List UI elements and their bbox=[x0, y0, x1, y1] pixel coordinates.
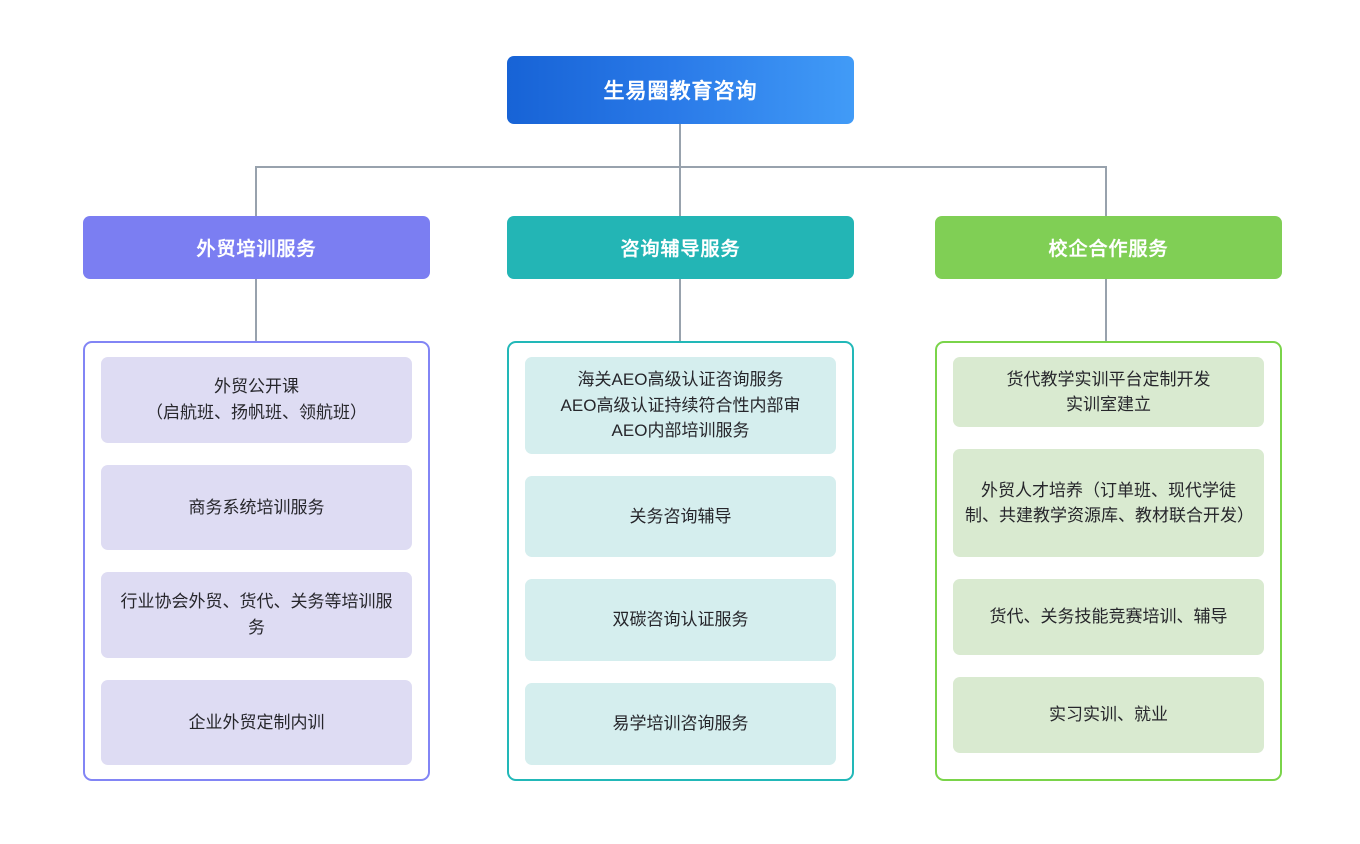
category-header-0[interactable]: 外贸培训服务 bbox=[83, 216, 430, 279]
category-header-1[interactable]: 咨询辅导服务 bbox=[507, 216, 854, 279]
branch-column-0: 外贸培训服务 外贸公开课 （启航班、扬帆班、领航班） 商务系统培训服务 行业协会… bbox=[83, 216, 430, 781]
category-header-2-label: 校企合作服务 bbox=[1048, 239, 1169, 260]
item-box[interactable]: 商务系统培训服务 bbox=[101, 464, 412, 550]
connector-branch-1-down bbox=[679, 166, 681, 218]
branch-column-2: 校企合作服务 货代教学实训平台定制开发 实训室建立 外贸人才培养（订单班、现代学… bbox=[935, 216, 1282, 781]
connector-branch-2-down bbox=[1105, 166, 1107, 218]
item-box[interactable]: 双碳咨询认证服务 bbox=[525, 579, 836, 662]
item-box[interactable]: 货代、关务技能竞赛培训、辅导 bbox=[953, 579, 1264, 655]
connector-header-0-to-container bbox=[255, 279, 257, 341]
connector-branch-0-down bbox=[255, 166, 257, 218]
item-box[interactable]: 关务咨询辅导 bbox=[525, 475, 836, 558]
root-node-label: 生易圈教育咨询 bbox=[603, 80, 758, 103]
category-header-1-label: 咨询辅导服务 bbox=[620, 239, 741, 260]
items-container-0: 外贸公开课 （启航班、扬帆班、领航班） 商务系统培训服务 行业协会外贸、货代、关… bbox=[83, 341, 430, 781]
items-container-2: 货代教学实训平台定制开发 实训室建立 外贸人才培养（订单班、现代学徒制、共建教学… bbox=[935, 341, 1282, 781]
item-box[interactable]: 货代教学实训平台定制开发 实训室建立 bbox=[953, 357, 1264, 427]
connector-header-2-to-container bbox=[1105, 279, 1107, 341]
item-box[interactable]: 外贸公开课 （启航班、扬帆班、领航班） bbox=[101, 357, 412, 443]
item-box[interactable]: 外贸人才培养（订单班、现代学徒制、共建教学资源库、教材联合开发） bbox=[953, 449, 1264, 557]
category-header-2[interactable]: 校企合作服务 bbox=[935, 216, 1282, 279]
item-box[interactable]: 实习实训、就业 bbox=[953, 677, 1264, 753]
category-header-0-label: 外贸培训服务 bbox=[196, 239, 317, 260]
branch-column-1: 咨询辅导服务 海关AEO高级认证咨询服务 AEO高级认证持续符合性内部审 AEO… bbox=[507, 216, 854, 781]
item-box[interactable]: 企业外贸定制内训 bbox=[101, 679, 412, 765]
items-container-1: 海关AEO高级认证咨询服务 AEO高级认证持续符合性内部审 AEO内部培训服务 … bbox=[507, 341, 854, 781]
item-box[interactable]: 海关AEO高级认证咨询服务 AEO高级认证持续符合性内部审 AEO内部培训服务 bbox=[525, 357, 836, 454]
item-box[interactable]: 易学培训咨询服务 bbox=[525, 683, 836, 765]
connector-root-down bbox=[679, 124, 681, 167]
root-node[interactable]: 生易圈教育咨询 bbox=[507, 56, 854, 124]
item-box[interactable]: 行业协会外贸、货代、关务等培训服务 bbox=[101, 572, 412, 658]
connector-header-1-to-container bbox=[679, 279, 681, 341]
